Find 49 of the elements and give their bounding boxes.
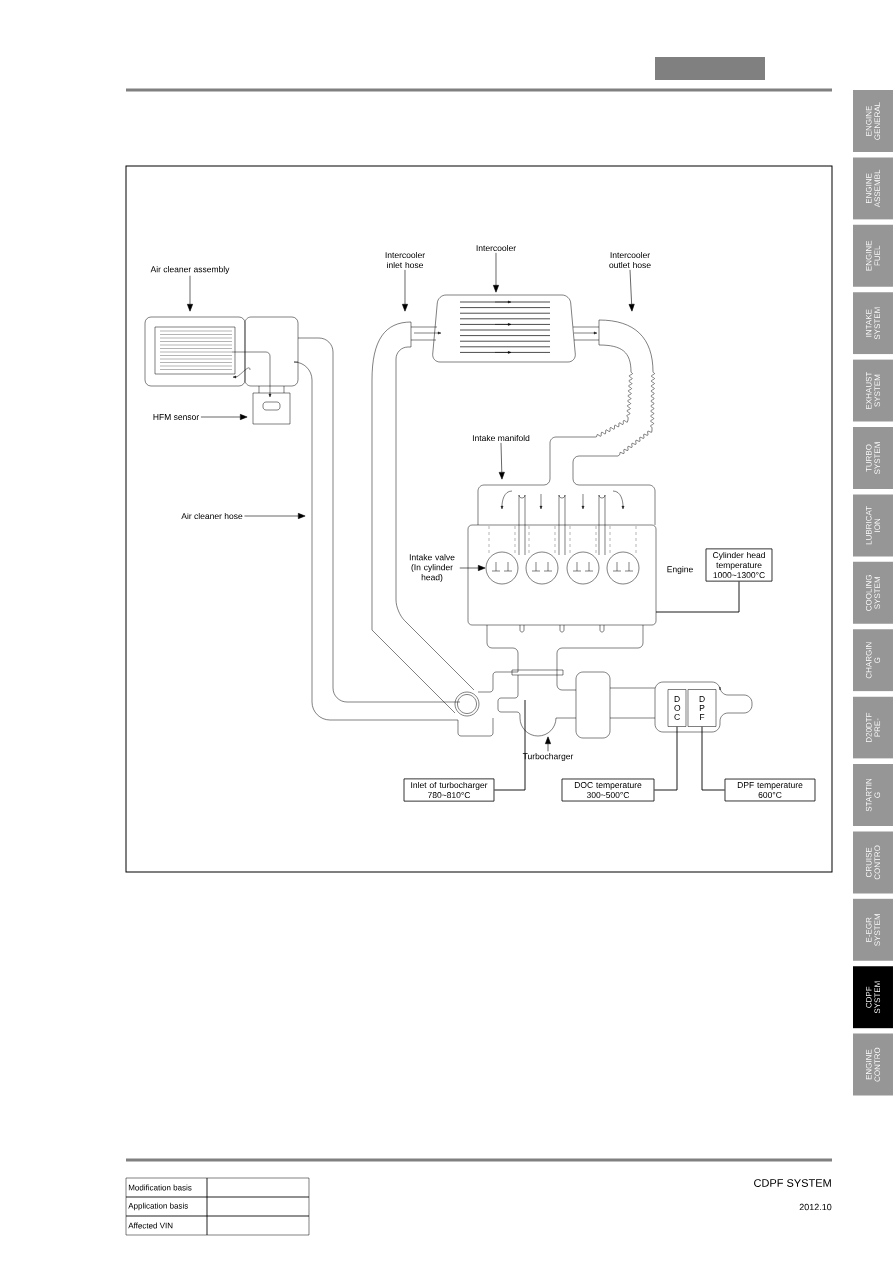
leader-line bbox=[493, 699, 526, 791]
temperature-box: Inlet of turbocharger 780~810°C bbox=[403, 778, 495, 802]
table-cell: Modification basis bbox=[125, 1177, 208, 1198]
chapter-tab: CDPF SYSTEM bbox=[853, 966, 893, 1029]
chapter-tab: LUBRICAT ION bbox=[853, 494, 893, 557]
chapter-tab: TURBO SYSTEM bbox=[853, 427, 893, 489]
chapter-tab: CHARGIN G bbox=[853, 629, 893, 692]
part-label: Engine bbox=[667, 566, 693, 574]
callout-text: Intercooler inlet hose bbox=[385, 251, 425, 269]
leader-arrow bbox=[402, 269, 408, 312]
leader-arrow bbox=[459, 565, 486, 571]
leader-arrow bbox=[200, 414, 248, 420]
table-cell: Affected VIN bbox=[125, 1215, 208, 1236]
leader-arrow bbox=[493, 252, 499, 293]
dpf-box: D P F bbox=[687, 689, 717, 727]
temperature-box: Cylinder head temperature 1000~1300°C bbox=[705, 548, 773, 582]
chapter-tab: ENGINE CONTRO bbox=[853, 1033, 893, 1096]
callout-text: Intercooler outlet hose bbox=[609, 251, 651, 269]
chapter-tab: D20DTF PRE- bbox=[853, 696, 893, 759]
chapter-tab: E-EGR SYSTEM bbox=[853, 898, 893, 961]
callout-text: Turbocharger bbox=[522, 753, 574, 761]
callout-text: Air cleaner hose bbox=[181, 512, 243, 520]
footer-title: CDPF SYSTEM bbox=[754, 1179, 831, 1187]
leader-line bbox=[655, 581, 740, 613]
temperature-box: DOC temperature 300~500°C bbox=[561, 778, 655, 802]
chapter-tab: ENGINE ASSEMBL bbox=[853, 157, 893, 220]
leader-arrow bbox=[628, 269, 635, 312]
leader-line bbox=[653, 726, 678, 791]
chapter-tab: STARTIN G bbox=[853, 764, 893, 826]
leader-arrow bbox=[545, 736, 551, 752]
doc-box: D O C bbox=[667, 689, 687, 727]
chapter-tab: COOLING SYSTEM bbox=[853, 561, 893, 624]
footer-date: 2012.10 bbox=[799, 1203, 832, 1211]
leader-line bbox=[701, 726, 726, 791]
table-cell: Application basis bbox=[125, 1196, 208, 1217]
temperature-box: DPF temperature 600°C bbox=[724, 778, 816, 802]
chapter-tab: CRUISE CONTRO bbox=[853, 831, 893, 894]
chapter-tab: ENGINE GENERAL bbox=[853, 90, 893, 152]
callout-text: Intercooler bbox=[476, 244, 516, 252]
chapter-tab: INTAKE SYSTEM bbox=[853, 292, 893, 355]
callout-text: Air cleaner assembly bbox=[150, 266, 230, 274]
callout-text: HFM sensor bbox=[153, 414, 199, 420]
chapter-tab: ENGINE FUEL bbox=[853, 224, 893, 287]
chapter-tab: EXHAUST SYSTEM bbox=[853, 359, 893, 422]
leader-arrow bbox=[244, 513, 306, 519]
leader-arrow bbox=[187, 275, 193, 312]
callout-text: Intake valve (In cylinder head) bbox=[409, 554, 455, 582]
leader-arrow bbox=[498, 442, 505, 480]
callout-text: Intake manifold bbox=[472, 434, 530, 442]
